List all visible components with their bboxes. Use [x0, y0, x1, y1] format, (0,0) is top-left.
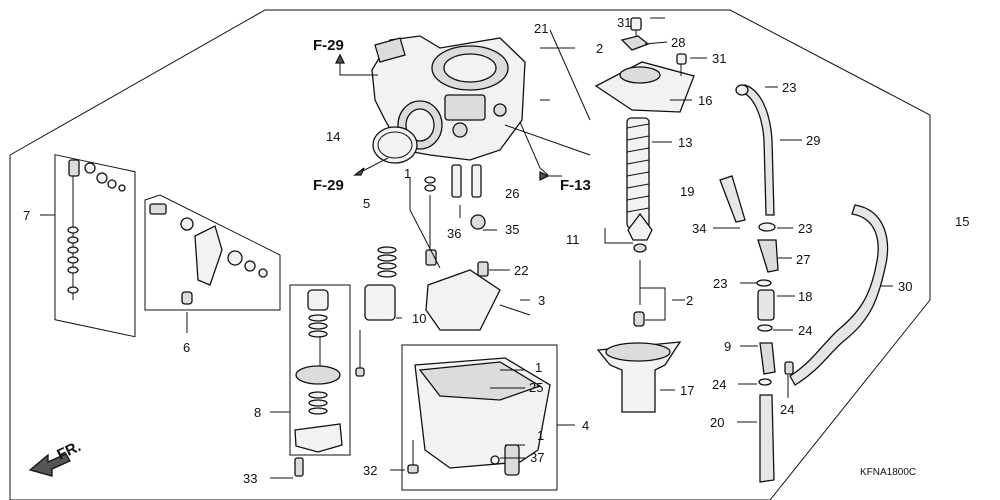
- part-label-19: 19: [680, 184, 694, 199]
- part-label-4: 4: [582, 418, 589, 433]
- drawing-code: KFNA1800C: [860, 467, 916, 478]
- part-label-27: 27: [796, 252, 810, 267]
- part-label-23: 23: [798, 221, 812, 236]
- part-label-31: 31: [712, 51, 726, 66]
- hose-29: [741, 84, 775, 216]
- part-label-26: 26: [505, 186, 519, 201]
- part-label-34: 34: [692, 221, 706, 236]
- o-ring: [372, 126, 418, 164]
- part-label-30: 30: [898, 279, 912, 294]
- part-label-6: 6: [183, 340, 190, 355]
- reference-label-f13: F-13: [560, 177, 591, 194]
- part-label-35: 35: [505, 222, 519, 237]
- part-label-16: 16: [698, 93, 712, 108]
- part-label-10: 10: [412, 311, 426, 326]
- part-label-32: 32: [363, 463, 377, 478]
- reference-label-f29-top: F-29: [313, 37, 344, 54]
- group-7-box: [54, 154, 136, 338]
- part-label-36: 36: [447, 226, 461, 241]
- part-label-7: 7: [23, 208, 30, 223]
- diagram-boundary: [9, 9, 931, 500]
- part-label-17: 17: [680, 383, 694, 398]
- front-marker: FR.: [55, 438, 84, 464]
- part-label-20: 20: [710, 415, 724, 430]
- leader-lines: [40, 17, 893, 479]
- part-label-25: 25: [529, 380, 543, 395]
- part-label-37: 37: [530, 450, 544, 465]
- spring-stack: [67, 226, 79, 294]
- part-label-18: 18: [798, 289, 812, 304]
- group-6-box: [144, 194, 281, 311]
- part-label-1: 1: [537, 428, 544, 443]
- part-label-9: 9: [724, 339, 731, 354]
- spring: [626, 117, 650, 229]
- part-label-5: 5: [363, 196, 370, 211]
- part-label-1: 1: [404, 166, 411, 181]
- group-8-box: [289, 284, 351, 456]
- part-label-3: 3: [538, 293, 545, 308]
- part-label-2: 2: [596, 41, 603, 56]
- part-label-21: 21: [534, 21, 548, 36]
- part-label-22: 22: [514, 263, 528, 278]
- part-label-14: 14: [326, 129, 340, 144]
- reference-arrows: [334, 53, 562, 182]
- part-label-24: 24: [798, 323, 812, 338]
- part-label-13: 13: [678, 135, 692, 150]
- part-label-2: 2: [686, 293, 693, 308]
- part-label-31: 31: [617, 15, 631, 30]
- jet-spring: [377, 246, 397, 278]
- part-label-24: 24: [780, 402, 794, 417]
- part-label-1: 1: [535, 360, 542, 375]
- part-label-11: 11: [566, 232, 580, 247]
- part-label-33: 33: [243, 471, 257, 486]
- part-label-28: 28: [671, 35, 685, 50]
- group-4-box: [401, 344, 558, 491]
- pump-spring: [308, 314, 328, 338]
- part-label-8: 8: [254, 405, 261, 420]
- part-label-29: 29: [806, 133, 820, 148]
- part-label-24: 24: [712, 377, 726, 392]
- pump-spring-2: [308, 391, 328, 415]
- front-direction-indicator: FR.: [28, 438, 84, 477]
- part-label-23: 23: [782, 80, 796, 95]
- hose-30: [789, 204, 889, 386]
- float: [425, 269, 501, 331]
- reference-label-f29-left: F-29: [313, 177, 344, 194]
- carburetor-body: [371, 35, 526, 161]
- part-label-15: 15: [955, 214, 969, 229]
- part-label-23: 23: [713, 276, 727, 291]
